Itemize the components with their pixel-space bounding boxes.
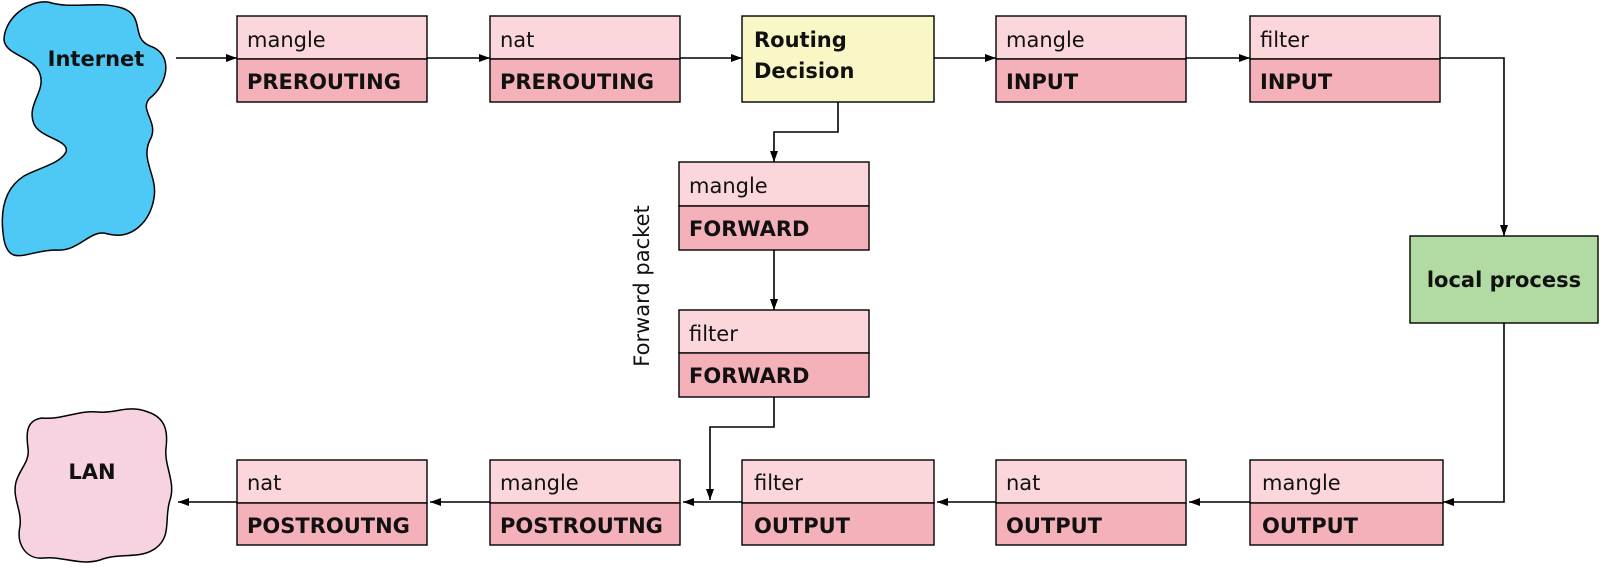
stage-filter-input: filter INPUT (1249, 15, 1441, 103)
stage-nat-prerouting: nat PREROUTING (489, 15, 681, 103)
stage-nat-postrouting: nat POSTROUTNG (236, 459, 428, 546)
chain-cell (1249, 502, 1444, 546)
chain-cell (489, 502, 681, 546)
chain-name: OUTPUT (1262, 514, 1359, 538)
chain-cell (236, 58, 428, 103)
routing-decision-line2: Decision (754, 59, 854, 83)
chain-name: OUTPUT (1006, 514, 1103, 538)
chain-name: POSTROUTNG (247, 514, 410, 538)
lan-cloud-shape (14, 408, 173, 563)
chain-name: FORWARD (689, 364, 809, 388)
internet-cloud: Internet (1, 1, 167, 257)
table-cell (236, 15, 428, 60)
table-cell (678, 161, 870, 207)
lan-cloud: LAN (14, 408, 173, 563)
chain-cell (678, 205, 870, 251)
stage-mangle-input: mangle INPUT (995, 15, 1187, 103)
local-process-node: local process (1409, 235, 1599, 324)
arrow-filter-forward-to-postrouting-path (706, 397, 775, 500)
table-name: filter (754, 471, 803, 495)
table-cell (1249, 15, 1441, 60)
internet-label: Internet (48, 47, 145, 71)
arrow-filter-input-to-local-process (1440, 57, 1508, 236)
chain-cell (489, 58, 681, 103)
routing-decision-node: Routing Decision (741, 15, 935, 103)
table-name: mangle (500, 471, 579, 495)
chain-name: PREROUTING (500, 70, 654, 94)
table-name: mangle (1006, 28, 1085, 52)
chain-cell (995, 58, 1187, 103)
chain-name: INPUT (1006, 70, 1079, 94)
table-cell (1249, 459, 1444, 504)
chain-name: POSTROUTNG (500, 514, 663, 538)
table-name: nat (1006, 471, 1040, 495)
table-name: nat (500, 28, 534, 52)
chain-cell (995, 502, 1187, 546)
lan-label: LAN (68, 460, 115, 484)
arrow-routing-decision-to-mangle-forward (770, 102, 839, 162)
table-name: mangle (247, 28, 326, 52)
chain-name: OUTPUT (754, 514, 851, 538)
routing-decision-box (741, 15, 935, 103)
chain-cell (678, 352, 870, 398)
chain-cell (1249, 58, 1441, 103)
stage-nat-output: nat OUTPUT (995, 459, 1187, 546)
chain-cell (741, 502, 935, 546)
chain-name: INPUT (1260, 70, 1333, 94)
chain-cell (236, 502, 428, 546)
routing-decision-line1: Routing (754, 28, 847, 52)
stage-mangle-prerouting: mangle PREROUTING (236, 15, 428, 103)
stage-filter-output: filter OUTPUT (741, 459, 935, 546)
stage-mangle-output: mangle OUTPUT (1249, 459, 1444, 546)
stage-mangle-postrouting: mangle POSTROUTNG (489, 459, 681, 546)
forward-packet-label: Forward packet (630, 205, 654, 366)
table-name: filter (689, 322, 738, 346)
local-process-box (1409, 235, 1599, 324)
table-cell (741, 459, 935, 504)
table-name: nat (247, 471, 281, 495)
local-process-label: local process (1427, 268, 1581, 292)
chain-name: FORWARD (689, 217, 809, 241)
table-name: mangle (689, 174, 768, 198)
stage-filter-forward: filter FORWARD (678, 309, 870, 398)
connectors (176, 54, 1508, 506)
table-name: mangle (1262, 471, 1341, 495)
table-cell (678, 309, 870, 354)
internet-cloud-shape (1, 1, 167, 257)
stage-mangle-forward: mangle FORWARD (678, 161, 870, 251)
arrow-local-process-to-mangle-output (1443, 323, 1505, 506)
table-cell (489, 459, 681, 504)
chain-name: PREROUTING (247, 70, 401, 94)
table-name: filter (1260, 28, 1309, 52)
